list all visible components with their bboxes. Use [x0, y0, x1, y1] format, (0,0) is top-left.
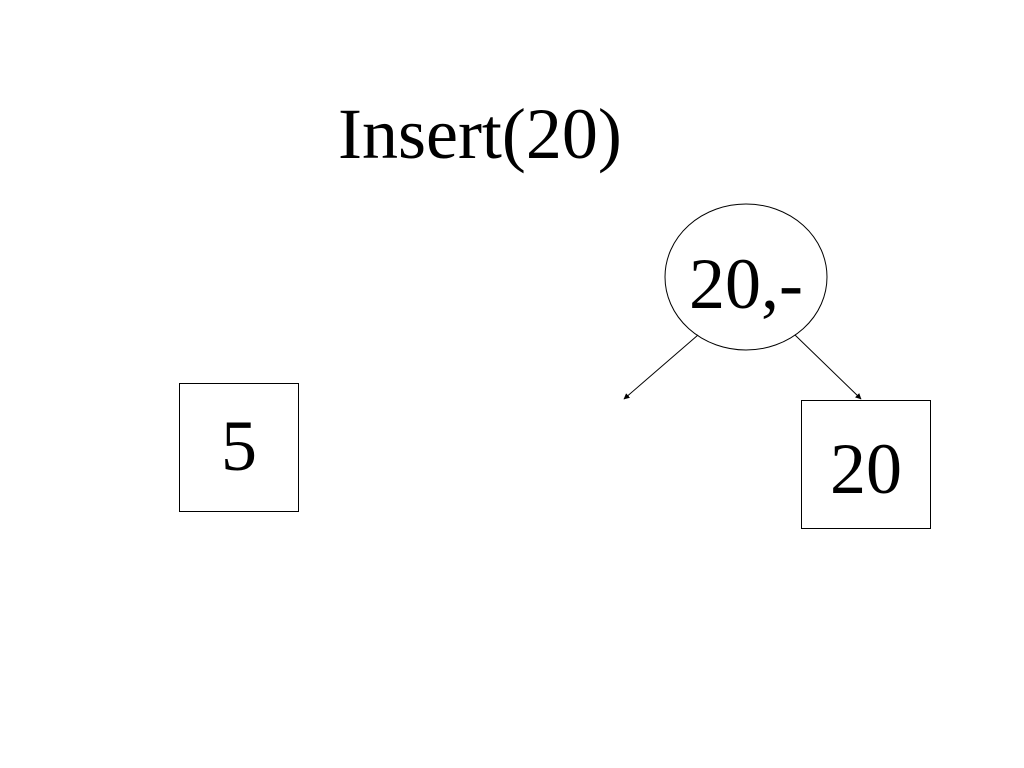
leaf-node-left: 5 [179, 383, 299, 512]
leaf-node-right-label: 20 [830, 428, 902, 509]
internal-node-label: 20,- [689, 244, 803, 324]
leaf-node-left-label: 5 [221, 405, 257, 486]
internal-node-circle [664, 203, 828, 351]
leaf-node-right: 20 [801, 400, 931, 529]
slide-title: Insert(20) [338, 94, 622, 174]
right-child-arrow [794, 334, 862, 400]
left-child-arrow [623, 334, 699, 400]
